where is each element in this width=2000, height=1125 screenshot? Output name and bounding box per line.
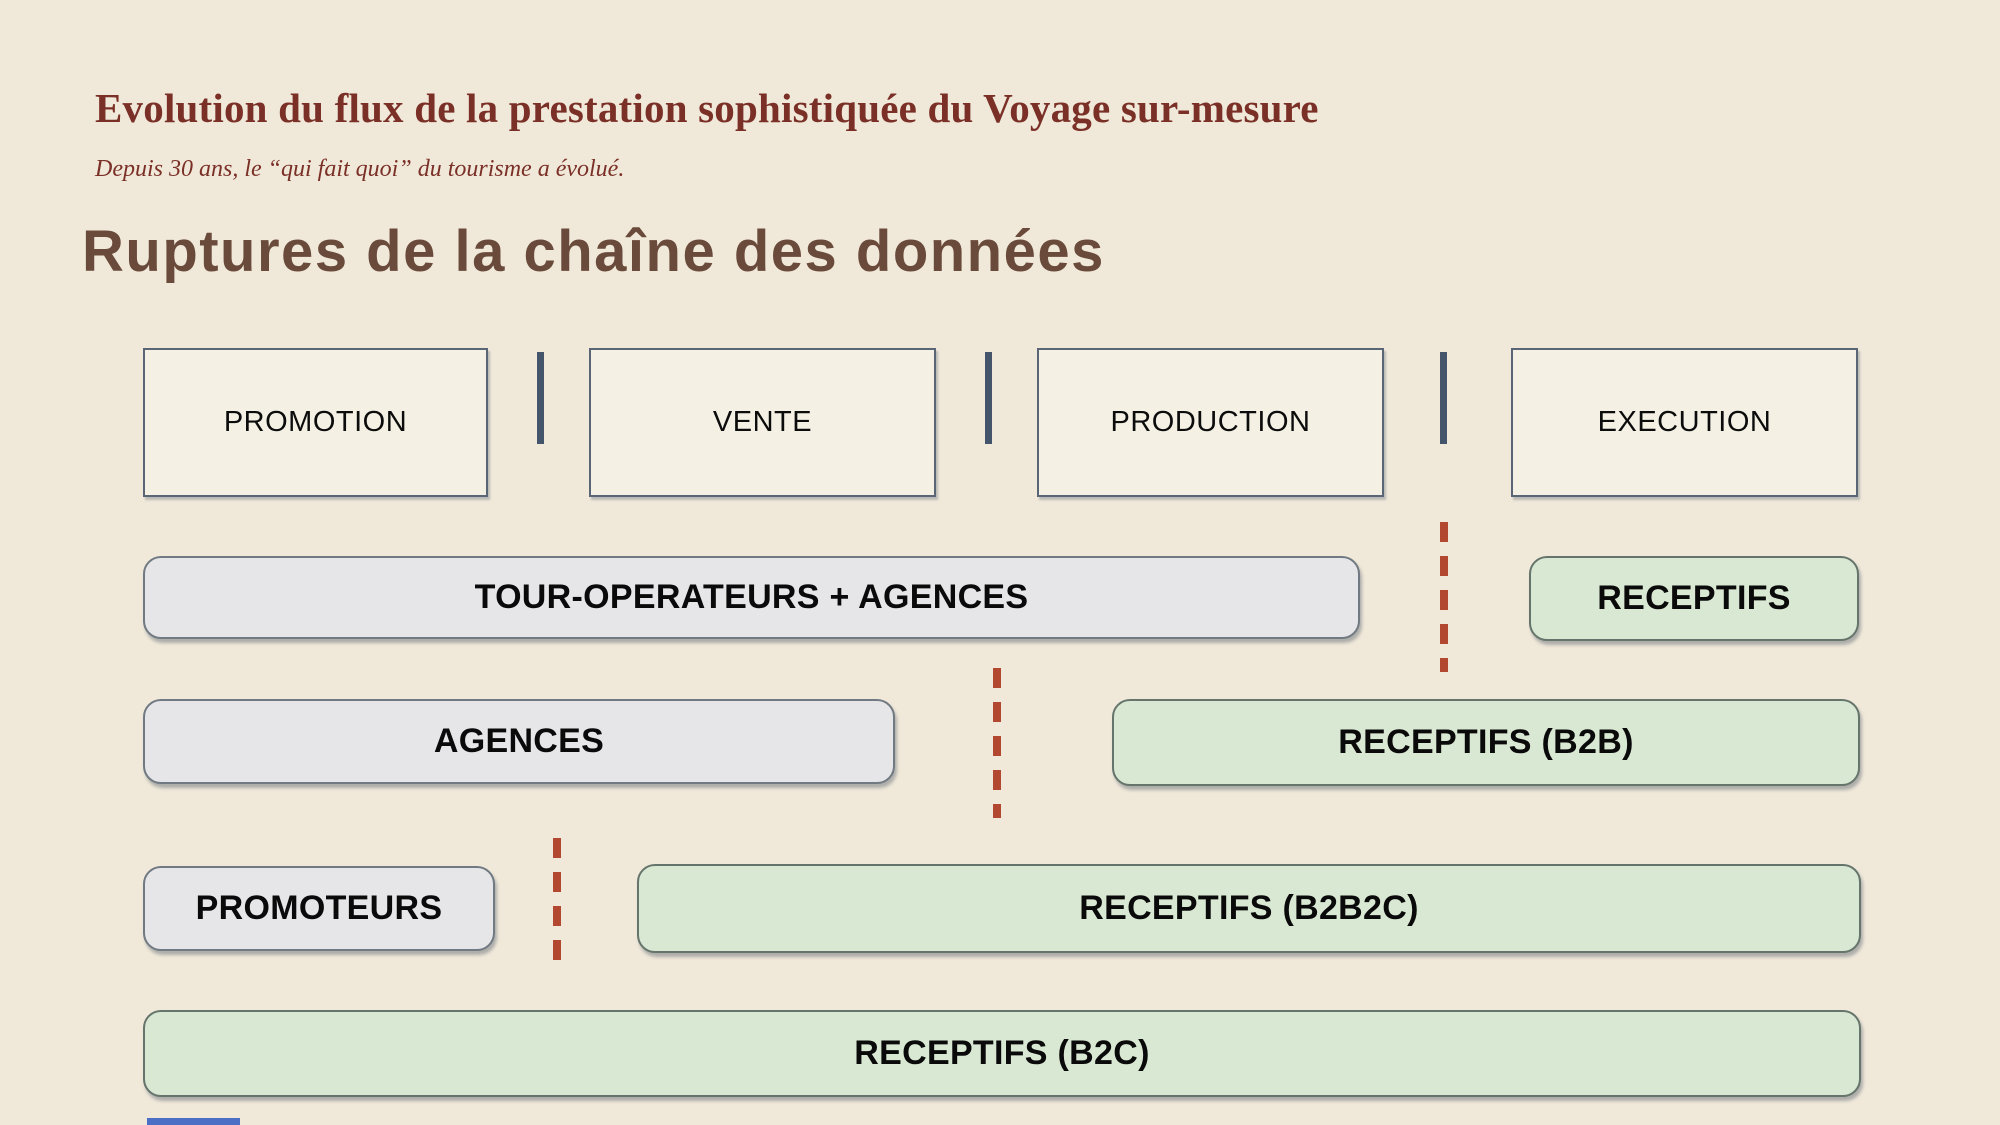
slide-title: Evolution du flux de la prestation sophi… [95,85,1319,131]
box-receptifs-b2c: RECEPTIFS (B2C) [143,1010,1861,1097]
box-agences: AGENCES [143,699,895,784]
stage-box-vente: VENTE [589,348,936,497]
rupture-dashed-line [1440,522,1448,672]
box-tour-operateurs-agences: TOUR-OPERATEURS + AGENCES [143,556,1360,639]
partial-bottom-box [147,1118,240,1125]
section-heading: Ruptures de la chaîne des données [82,219,1105,284]
stage-box-production: PRODUCTION [1037,348,1384,497]
box-receptifs: RECEPTIFS [1529,556,1859,641]
box-receptifs-b2b2c: RECEPTIFS (B2B2C) [637,864,1861,953]
slide-subtitle: Depuis 30 ans, le “qui fait quoi” du tou… [95,156,625,182]
rupture-dashed-line [993,668,1001,818]
stage-separator [1440,352,1447,444]
box-receptifs-b2b: RECEPTIFS (B2B) [1112,699,1860,786]
stage-box-execution: EXECUTION [1511,348,1858,497]
stage-separator [537,352,544,444]
stage-separator [985,352,992,444]
stage-box-promotion: PROMOTION [143,348,488,497]
box-promoteurs: PROMOTEURS [143,866,495,951]
rupture-dashed-line [553,838,561,968]
